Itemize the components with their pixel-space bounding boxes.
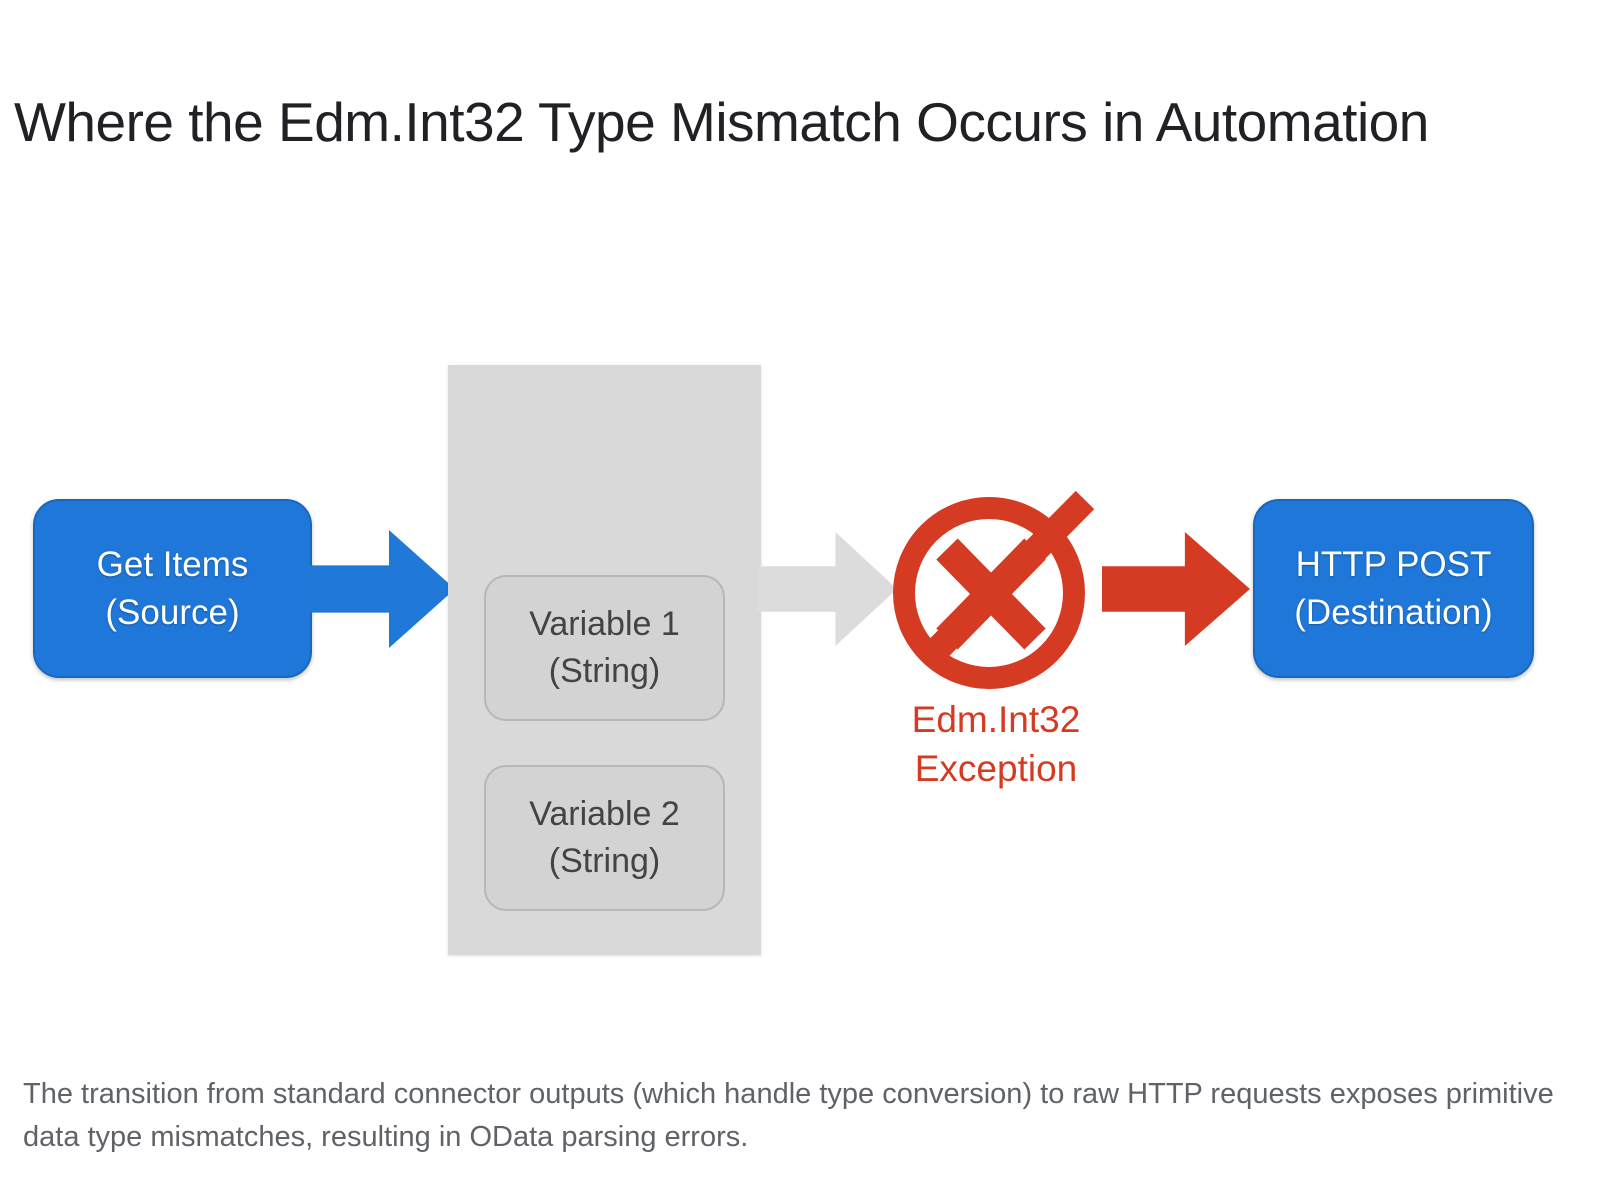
node-variable-2-label-line2: (String) [548,842,661,880]
caption: The transition from standard connector o… [23,1078,1554,1153]
no-entry-x-icon [889,480,1099,696]
node-get-items-source[interactable]: Get Items (Source) [33,499,312,678]
node-http-post-label-line2: (Destination) [1294,592,1493,632]
flow-diagram: Get Items (Source) Variable 1 (String) V… [0,150,1600,1030]
node-variable-1-label-line1: Variable 1 [529,605,680,643]
error-label-line1: Edm.Int32 [911,699,1081,740]
node-variable-2-label-line1: Variable 2 [529,795,680,833]
arrow-right-icon-variables-to-error [757,532,897,646]
node-variable-2[interactable]: Variable 2 (String) [484,765,725,911]
node-variable-1[interactable]: Variable 1 (String) [484,575,725,721]
node-variable-1-label-line2: (String) [548,652,661,690]
variables-group-container: Variable 1 (String) Variable 2 (String) [448,365,761,955]
node-http-post-label-line1: HTTP POST [1295,544,1492,584]
arrow-right-icon-source-to-variables [305,530,455,648]
node-http-post-destination[interactable]: HTTP POST (Destination) [1253,499,1534,678]
arrow-right-icon-error-to-destination [1102,532,1250,646]
error-label-line2: Exception [914,748,1078,789]
page-title: Where the Edm.Int32 Type Mismatch Occurs… [14,90,1429,153]
node-get-items-label-line2: (Source) [105,592,240,632]
node-get-items-label-line1: Get Items [96,544,249,584]
error-label: Edm.Int32 Exception [860,695,1132,793]
